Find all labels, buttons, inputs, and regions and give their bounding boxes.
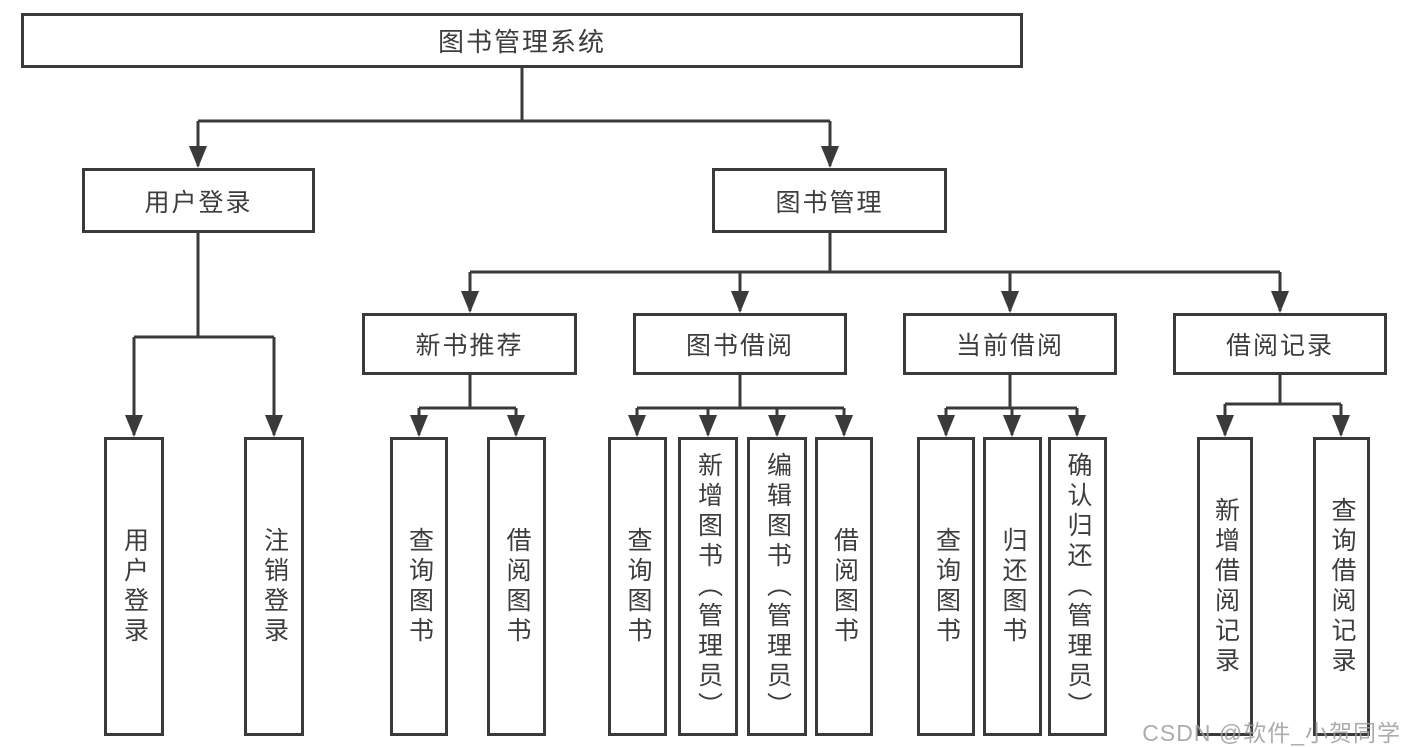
leaf-add-borrow-record: 新增借阅记录 <box>1197 437 1253 736</box>
node-book-management: 图书管理 <box>712 168 947 233</box>
connector-book-borrow-split <box>628 375 853 437</box>
connector-book-management-split <box>461 233 1289 313</box>
leaf-label: 查询图书 <box>405 526 434 647</box>
node-label: 图书借阅 <box>685 332 794 360</box>
leaf-borrow-books-recommend: 借阅图书 <box>487 437 546 736</box>
leaf-label: 借阅图书 <box>503 526 531 647</box>
leaf-return-book: 归还图书 <box>983 437 1042 736</box>
leaf-label: 归还图书 <box>999 526 1027 647</box>
leaf-label: 确认归还（管理员） <box>1064 451 1092 722</box>
leaf-add-book-admin: 新增图书（管理员） <box>678 437 738 736</box>
leaf-user-login: 用户登录 <box>104 437 164 736</box>
node-label: 借阅记录 <box>1225 332 1334 360</box>
node-label: 图书管理 <box>775 188 884 217</box>
leaf-logout: 注销登录 <box>244 437 304 736</box>
connector-user-login-split <box>125 233 283 437</box>
node-label: 当前借阅 <box>955 332 1064 360</box>
node-book-borrow: 图书借阅 <box>633 313 847 375</box>
leaf-label: 编辑图书（管理员） <box>763 451 792 722</box>
connector-root-split <box>189 68 839 168</box>
leaf-label: 新增借阅记录 <box>1211 496 1240 677</box>
leaf-label: 新增图书（管理员） <box>694 451 723 722</box>
leaf-query-books-current: 查询图书 <box>917 437 975 736</box>
leaf-label: 查询借阅记录 <box>1328 496 1356 677</box>
node-label: 用户登录 <box>144 188 253 217</box>
leaf-label: 借阅图书 <box>830 526 859 647</box>
connector-borrow-records-split <box>1216 375 1350 437</box>
leaf-label: 用户登录 <box>120 526 149 647</box>
node-current-borrow: 当前借阅 <box>903 313 1117 375</box>
leaf-label: 注销登录 <box>260 526 289 647</box>
csdn-watermark: CSDN @软件_小贺同学 <box>1142 720 1401 746</box>
leaf-label: 查询图书 <box>932 526 961 647</box>
node-user-login: 用户登录 <box>82 168 315 233</box>
leaf-query-books-recommend: 查询图书 <box>390 437 448 736</box>
leaf-edit-book-admin: 编辑图书（管理员） <box>747 437 807 736</box>
connector-current-borrow-split <box>937 375 1086 437</box>
node-library-management-system: 图书管理系统 <box>21 13 1023 68</box>
node-label: 图书管理系统 <box>437 27 606 57</box>
node-new-book-recommend: 新书推荐 <box>362 313 577 375</box>
leaf-query-borrow-record: 查询借阅记录 <box>1313 437 1370 736</box>
node-label: 新书推荐 <box>415 332 524 360</box>
leaf-query-books-borrow: 查询图书 <box>608 437 667 736</box>
leaf-label: 查询图书 <box>624 526 652 647</box>
node-borrow-records: 借阅记录 <box>1173 313 1387 375</box>
connector-new-book-split <box>410 375 525 437</box>
leaf-borrow-books: 借阅图书 <box>815 437 873 736</box>
leaf-confirm-return-admin: 确认归还（管理员） <box>1048 437 1107 736</box>
